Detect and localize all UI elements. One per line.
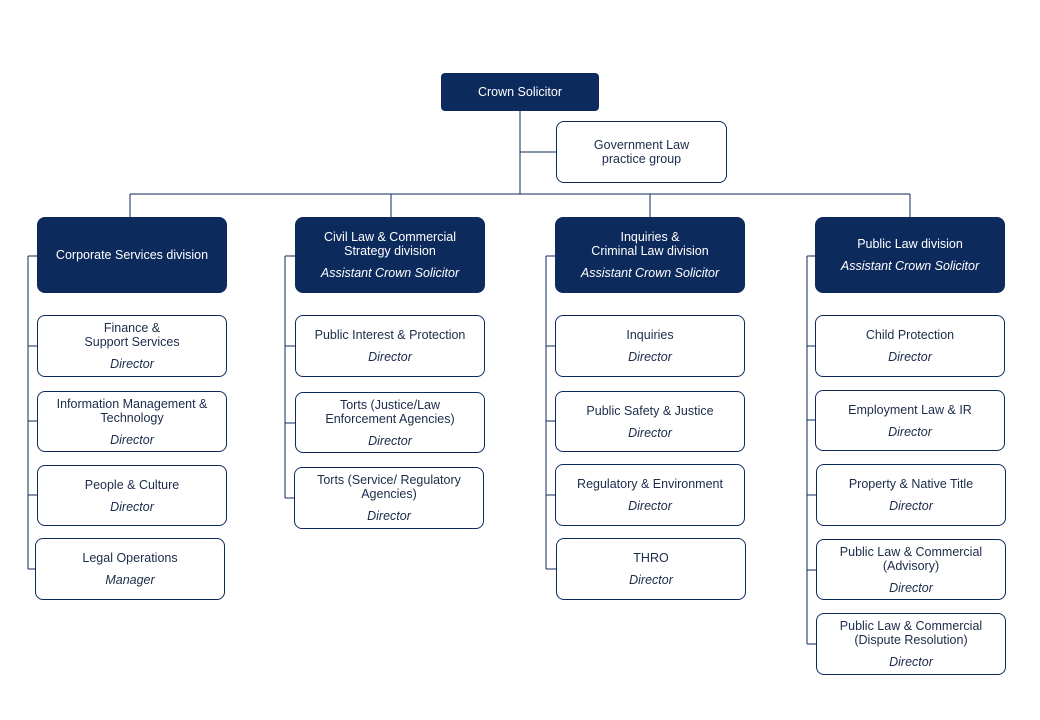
unit-public-safety[interactable]: Public Safety & Justice Director xyxy=(555,391,745,452)
unit-title: Employment Law & IR xyxy=(848,402,972,417)
unit-title: Property & Native Title xyxy=(848,477,974,491)
crown-solicitor-title: Crown Solicitor xyxy=(477,85,563,99)
unit-child-protection[interactable]: Child Protection Director xyxy=(815,315,1005,377)
unit-title: People & Culture xyxy=(84,477,180,492)
unit-title: Public Interest & Protection xyxy=(314,328,466,342)
unit-role: Director xyxy=(628,425,672,440)
unit-public-law-advisory[interactable]: Public Law & Commercial (Advisory) Direc… xyxy=(816,539,1006,600)
division-subtitle: Assistant Crown Solicitor xyxy=(840,259,980,273)
unit-regulatory-environment[interactable]: Regulatory & Environment Director xyxy=(555,464,745,526)
unit-title: THRO xyxy=(633,551,669,565)
unit-role: Director xyxy=(889,655,933,669)
division-subtitle: Assistant Crown Solicitor xyxy=(580,266,720,280)
unit-role: Director xyxy=(888,424,932,439)
division-title: Public Law division xyxy=(857,237,963,251)
unit-role: Manager xyxy=(105,573,155,587)
unit-title: Public Law & Commercial (Advisory) xyxy=(839,544,983,573)
unit-public-interest[interactable]: Public Interest & Protection Director xyxy=(295,315,485,377)
unit-title: Torts (Service/ Regulatory Agencies) xyxy=(317,473,461,501)
unit-role: Director xyxy=(628,350,672,364)
unit-title: Child Protection xyxy=(865,328,955,342)
unit-role: Director xyxy=(628,499,672,513)
unit-torts-justice[interactable]: Torts (Justice/Law Enforcement Agencies)… xyxy=(295,392,485,453)
division-corporate-services[interactable]: Corporate Services division xyxy=(37,217,227,293)
unit-role: Director xyxy=(889,499,933,513)
unit-title: Regulatory & Environment xyxy=(577,477,723,491)
unit-torts-service[interactable]: Torts (Service/ Regulatory Agencies) Dir… xyxy=(294,467,484,529)
unit-finance-support[interactable]: Finance & Support Services Director xyxy=(37,315,227,377)
unit-information-management[interactable]: Information Management & Technology Dire… xyxy=(37,391,227,452)
unit-role: Director xyxy=(888,350,932,364)
division-title: Corporate Services division xyxy=(55,248,209,262)
unit-role: Director xyxy=(368,433,412,448)
unit-title: Torts (Justice/Law Enforcement Agencies) xyxy=(325,397,455,426)
division-subtitle: Assistant Crown Solicitor xyxy=(320,266,460,280)
division-inquiries-criminal[interactable]: Inquiries & Criminal Law division Assist… xyxy=(555,217,745,293)
unit-title: Information Management & Technology xyxy=(56,396,208,425)
division-title: Civil Law & Commercial Strategy division xyxy=(324,230,456,258)
unit-title: Public Law & Commercial (Dispute Resolut… xyxy=(839,619,983,647)
division-title: Inquiries & Criminal Law division xyxy=(591,230,709,258)
unit-people-culture[interactable]: People & Culture Director xyxy=(37,465,227,526)
unit-role: Director xyxy=(629,573,673,587)
unit-inquiries[interactable]: Inquiries Director xyxy=(555,315,745,377)
unit-role: Director xyxy=(110,432,154,447)
government-law-title: Government Law practice group xyxy=(593,138,690,166)
unit-employment-law[interactable]: Employment Law & IR Director xyxy=(815,390,1005,451)
unit-role: Director xyxy=(367,509,411,523)
unit-title: Finance & Support Services xyxy=(84,321,180,349)
unit-thro[interactable]: THRO Director xyxy=(556,538,746,600)
unit-legal-operations[interactable]: Legal Operations Manager xyxy=(35,538,225,600)
unit-title: Public Safety & Justice xyxy=(586,403,714,418)
unit-property-native-title[interactable]: Property & Native Title Director xyxy=(816,464,1006,526)
crown-solicitor-box[interactable]: Crown Solicitor xyxy=(441,73,599,111)
unit-title: Legal Operations xyxy=(82,551,178,565)
unit-public-law-dispute[interactable]: Public Law & Commercial (Dispute Resolut… xyxy=(816,613,1006,675)
unit-role: Director xyxy=(110,357,154,371)
unit-title: Inquiries xyxy=(626,328,674,342)
division-civil-law[interactable]: Civil Law & Commercial Strategy division… xyxy=(295,217,485,293)
government-law-box[interactable]: Government Law practice group xyxy=(556,121,727,183)
unit-role: Director xyxy=(889,580,933,595)
unit-role: Director xyxy=(368,350,412,364)
division-public-law[interactable]: Public Law division Assistant Crown Soli… xyxy=(815,217,1005,293)
unit-role: Director xyxy=(110,499,154,514)
